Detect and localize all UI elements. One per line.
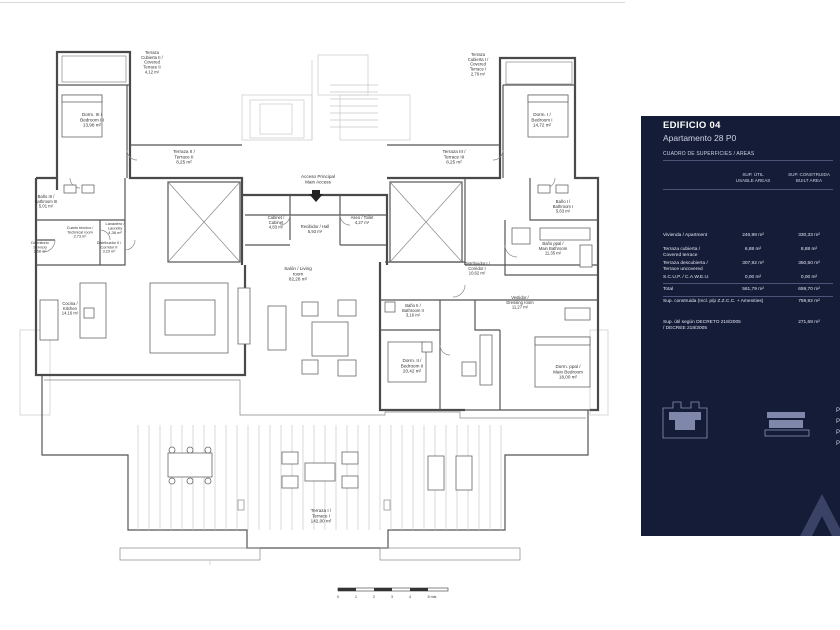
useful-area-header: SUP. ÚTIL USABLE AREAS (725, 172, 781, 184)
key-label-4: P (835, 441, 840, 447)
furniture (39, 94, 593, 388)
built-incl-amenities-label: Sup. construida (Incl. p/p Z.Z.C.C. + Am… (663, 299, 764, 304)
area-row-useful: 6,88 m² (744, 247, 762, 252)
scale-bar: 0 1 2 3 4 5 mts (337, 587, 449, 599)
area-row-label: Total (663, 287, 674, 292)
area-row-built: 330,33 m² (798, 233, 820, 238)
building-title: EDIFICIO 04 (663, 120, 721, 131)
useful-decree-label: Sup. útil según DECRETO 218/2005/ DECREE… (663, 320, 741, 331)
area-row-useful: 246,98 m² (742, 233, 764, 238)
area-row-built: 350,50 m² (798, 261, 820, 266)
area-row-useful: 561,79 m² (742, 287, 764, 292)
row-divider (663, 189, 833, 190)
built-area-header: SUP. CONSTRUIDA BUILT AREA (781, 172, 837, 184)
scale-tick-label: 0 (337, 595, 339, 599)
interior-walls (36, 84, 598, 410)
area-row-label: Terraza cubierta /Covered terrace (663, 247, 701, 258)
scale-tick-label: 5 mts (428, 595, 437, 599)
area-row-label: Vivienda / Apartment (663, 233, 708, 238)
key-plan-right (764, 412, 810, 437)
top-divider (0, 2, 625, 3)
entrance-arrow-icon (309, 190, 323, 202)
area-row-built: 0,00 m² (800, 275, 818, 280)
scale-tick-label: 4 (409, 595, 411, 599)
key-label-2: P (835, 419, 840, 425)
door-swings (42, 149, 556, 356)
key-label-1: P (835, 408, 840, 414)
row-divider (663, 296, 833, 297)
useful-area-header-line1: SUP. ÚTIL (742, 172, 764, 177)
light-wells (61, 55, 573, 263)
built-area-header-line2: BUILT AREA (795, 178, 823, 183)
area-row-label: Terraza descubierta /Terrace uncovered (663, 261, 708, 272)
row-divider (663, 283, 833, 284)
built-incl-amenities-built: 759,92 m² (798, 299, 820, 304)
rule-top (663, 160, 833, 161)
area-row-useful: 307,92 m² (742, 261, 764, 266)
area-row-built: 8,88 m² (800, 247, 818, 252)
areas-panel: EDIFICIO 04 Apartamento 28 P0 CUADRO DE … (641, 116, 840, 536)
area-row-built: 659,70 m² (798, 287, 820, 292)
scale-tick-label: 3 (391, 595, 393, 599)
logo-mark-icon (800, 494, 840, 536)
scale-tick-label: 1 (355, 595, 357, 599)
key-plan-left (662, 401, 708, 439)
apartment-subtitle: Apartamento 28 P0 (663, 133, 737, 143)
section-heading: CUADRO DE SUPERFICIES / AREAS (663, 151, 755, 157)
built-area-header-line1: SUP. CONSTRUIDA (788, 172, 830, 177)
useful-decree-built: 271,68 m² (798, 320, 820, 325)
area-row-label: S.C.U.P. / C.A.W.E.U. (663, 275, 710, 280)
key-label-3: P (835, 430, 840, 436)
area-row-useful: 0,00 m² (744, 275, 762, 280)
terrace-deck (41, 375, 589, 565)
scale-tick-label: 2 (373, 595, 375, 599)
useful-area-header-line2: USABLE AREAS (735, 178, 771, 183)
